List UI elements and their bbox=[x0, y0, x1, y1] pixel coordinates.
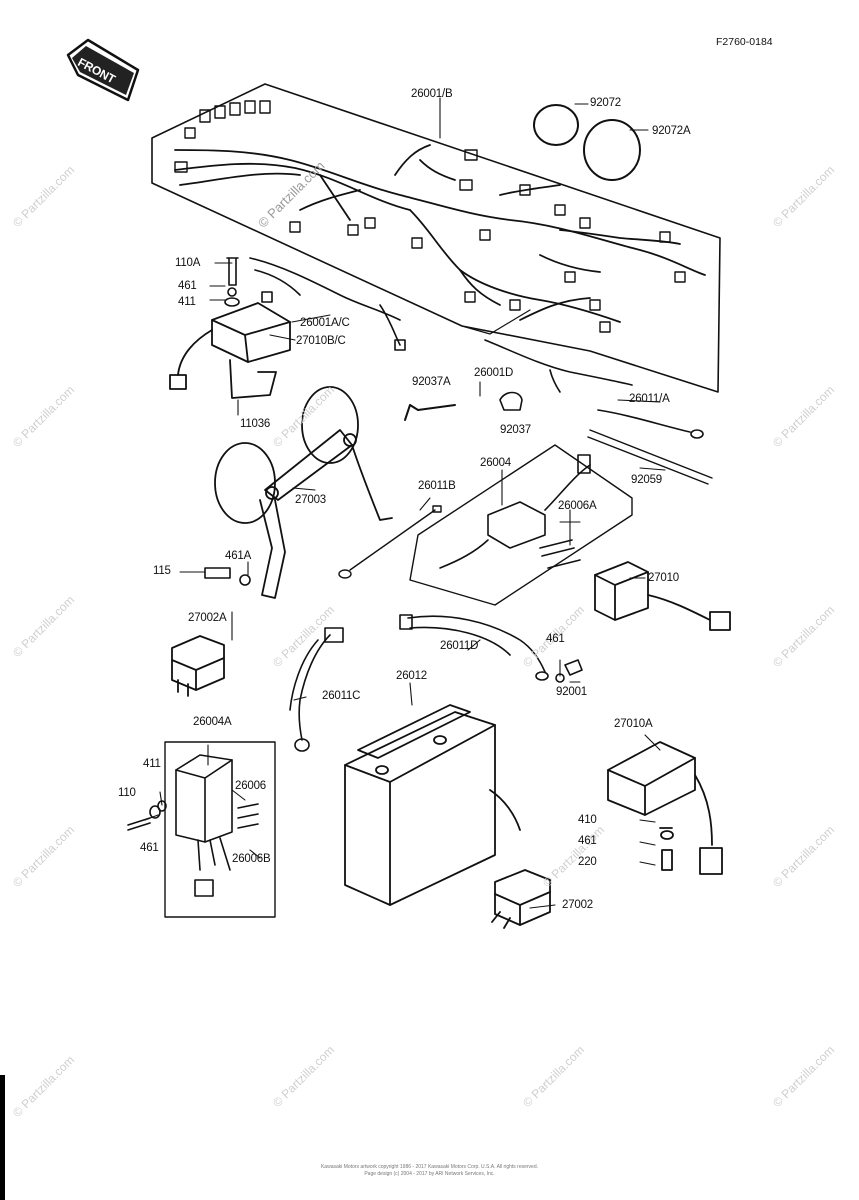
part-label[interactable]: 27010B/C bbox=[296, 335, 346, 347]
part-label[interactable]: 26011D bbox=[440, 640, 479, 652]
fuse-box-26004 bbox=[439, 454, 591, 569]
fuse-box-26004a bbox=[175, 754, 259, 897]
horn-27003 bbox=[214, 386, 393, 599]
main-harness-panel bbox=[151, 83, 721, 393]
battery-26012 bbox=[344, 704, 521, 906]
part-label[interactable]: 27002A bbox=[188, 612, 227, 624]
regulator-27010 bbox=[594, 561, 731, 631]
flasher-27002a bbox=[171, 635, 225, 697]
bolt-115 bbox=[204, 567, 251, 586]
footer-design: Page design (c) 2004 - 2017 by ARI Netwo… bbox=[364, 1171, 495, 1177]
harness-26001d bbox=[484, 339, 633, 393]
part-label[interactable]: 220 bbox=[578, 856, 597, 868]
fuse-panel-26004 bbox=[409, 444, 633, 606]
relay-27010bc bbox=[169, 302, 291, 399]
part-label[interactable]: 461A bbox=[225, 550, 252, 562]
harness-connectors bbox=[174, 100, 686, 333]
part-label[interactable]: 27010 bbox=[648, 572, 679, 584]
part-label[interactable]: 26011C bbox=[322, 690, 361, 702]
bolt-92001 bbox=[555, 659, 583, 683]
part-label[interactable]: 92001 bbox=[556, 686, 587, 698]
part-label[interactable]: 461 bbox=[140, 842, 159, 854]
regulator-27010a bbox=[607, 741, 723, 875]
part-label[interactable]: 110A bbox=[175, 257, 201, 269]
part-label[interactable]: 92059 bbox=[631, 474, 662, 486]
cable-26011a bbox=[597, 409, 704, 439]
part-label[interactable]: 27010A bbox=[614, 718, 653, 730]
lead-26011c bbox=[289, 627, 344, 752]
part-label[interactable]: 26011/A bbox=[629, 393, 670, 405]
part-label[interactable]: 27003 bbox=[295, 494, 326, 506]
sub-harness-26001ac bbox=[249, 257, 406, 351]
fuse-panel-26004a bbox=[164, 741, 276, 918]
part-label[interactable]: 461 bbox=[578, 835, 597, 847]
part-label[interactable]: 410 bbox=[578, 814, 597, 826]
part-label[interactable]: 26001A/C bbox=[300, 317, 350, 329]
part-label[interactable]: 115 bbox=[153, 565, 171, 577]
part-label[interactable]: 26006 bbox=[235, 780, 266, 792]
main-harness-wires bbox=[174, 144, 706, 323]
part-label[interactable]: 11036 bbox=[240, 418, 271, 430]
diagram-code: F2760-0184 bbox=[716, 36, 773, 48]
part-label[interactable]: 411 bbox=[143, 758, 161, 770]
part-label[interactable]: 26004 bbox=[480, 457, 511, 469]
part-label[interactable]: 27002 bbox=[562, 899, 593, 911]
part-label[interactable]: 92037 bbox=[500, 424, 531, 436]
part-label[interactable]: 26004A bbox=[193, 716, 232, 728]
tube-92059 bbox=[587, 429, 713, 485]
part-label[interactable]: 110 bbox=[118, 787, 136, 799]
part-label[interactable]: 26006B bbox=[232, 853, 271, 865]
part-label[interactable]: 92072 bbox=[590, 97, 621, 109]
part-label[interactable]: 26006A bbox=[558, 500, 597, 512]
bolt-110a bbox=[224, 257, 240, 307]
part-label[interactable]: 92037A bbox=[412, 376, 451, 388]
part-label[interactable]: 461 bbox=[178, 280, 197, 292]
part-label[interactable]: 461 bbox=[546, 633, 565, 645]
part-label[interactable]: 26011B bbox=[418, 480, 456, 492]
part-label[interactable]: 26001/B bbox=[411, 88, 453, 100]
front-arrow-icon bbox=[66, 38, 140, 102]
footer-copyright: Kawasaki Motors artwork copyright 1986 -… bbox=[320, 1164, 539, 1170]
band-92072 bbox=[533, 104, 641, 181]
bolt-110 bbox=[127, 800, 167, 831]
part-label[interactable]: 26001D bbox=[474, 367, 514, 379]
lead-26011b bbox=[338, 505, 442, 579]
part-label[interactable]: 92072A bbox=[652, 125, 691, 137]
lead-26011d bbox=[399, 614, 549, 681]
part-label[interactable]: 26012 bbox=[396, 670, 427, 682]
clamp-92037 bbox=[499, 391, 523, 411]
part-label[interactable]: 411 bbox=[178, 296, 196, 308]
flasher-27002 bbox=[491, 869, 551, 929]
left-edge-bar bbox=[0, 1075, 5, 1200]
clamp-92037a bbox=[404, 404, 456, 421]
